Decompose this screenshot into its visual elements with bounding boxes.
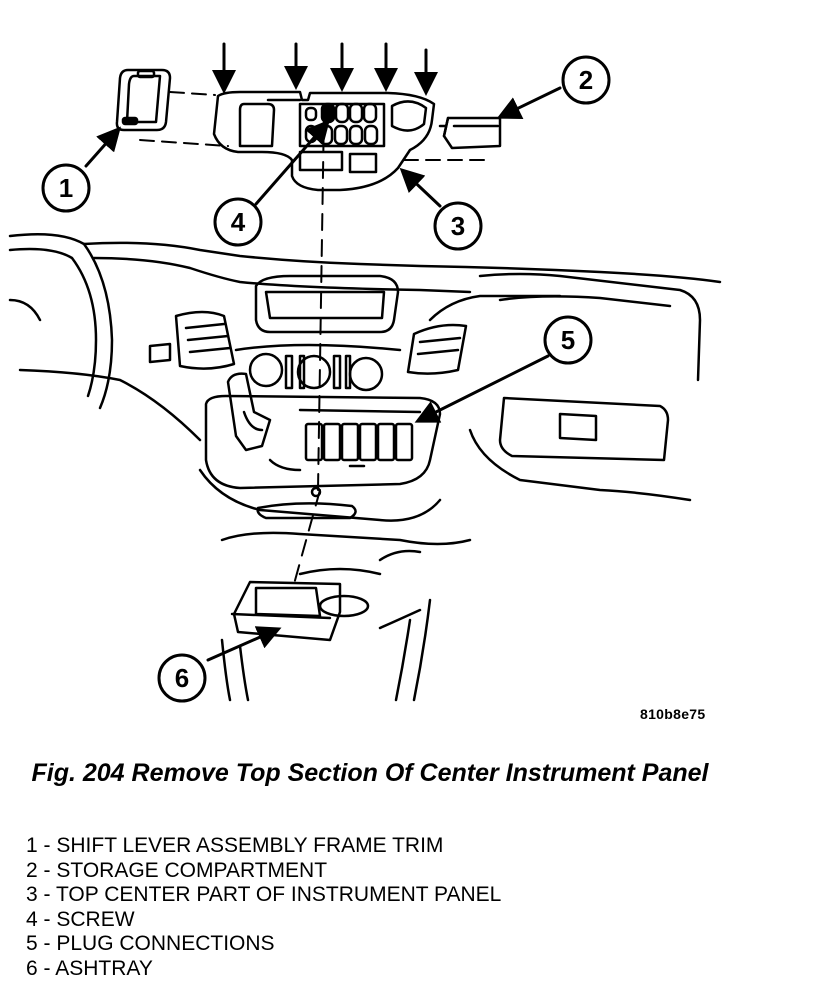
legend-item-separator: - [37,858,57,882]
dashboard [8,232,722,702]
callout-5: 5 [543,315,593,365]
legend-item-separator: - [37,932,57,956]
legend-item: 4 - SCREW [26,908,501,933]
legend-item: 3 - TOP CENTER PART OF INSTRUMENT PANEL [26,883,501,908]
legend-item-text: STORAGE COMPARTMENT [56,858,328,882]
callout-5-label: 5 [561,325,575,355]
figure-reference-code: 810b8e75 [640,706,706,722]
alignment-dashes [293,109,325,585]
removal-direction-arrows [212,42,438,96]
legend-item-number: 3 [26,883,38,907]
instrument-panel-diagram: 1 2 3 4 5 6 [8,42,722,703]
legend-item: 5 - PLUG CONNECTIONS [26,932,501,957]
legend-item-text: SHIFT LEVER ASSEMBLY FRAME TRIM [56,834,444,857]
legend-item-text: ASHTRAY [55,956,153,980]
legend-item-number: 2 [26,858,38,882]
legend-item: 1 - SHIFT LEVER ASSEMBLY FRAME TRIM [26,834,501,859]
legend-item-number: 1 [26,834,38,857]
callout-6-label: 6 [175,663,189,693]
shift-lever-frame-trim-part [115,68,229,147]
legend-item-number: 4 [26,907,38,931]
legend-item-number: 5 [26,932,38,956]
callout-4: 4 [213,197,263,247]
callout-3-label: 3 [451,211,465,241]
legend-item-separator: - [37,883,56,907]
callout-2-label: 2 [579,65,593,95]
callout-6: 6 [157,653,207,703]
legend-item: 6 - ASHTRAY [26,957,501,982]
legend-item-separator: - [37,907,57,931]
figure-caption: Fig. 204 Remove Top Section Of Center In… [31,759,709,787]
legend-item-number: 6 [26,956,38,980]
callout-leaders [84,86,562,662]
legend-item-text: TOP CENTER PART OF INSTRUMENT PANEL [55,883,502,907]
legend-item-text: SCREW [56,907,135,931]
screw-marker [310,486,322,498]
callout-1: 1 [41,163,91,213]
callout-3: 3 [433,201,483,251]
callout-2: 2 [561,55,611,105]
storage-compartment-part [403,116,502,161]
legend-list: 1 - SHIFT LEVER ASSEMBLY FRAME TRIM 2 - … [26,834,501,982]
legend-item-separator: - [37,834,57,857]
callout-1-label: 1 [59,173,73,203]
legend-item: 2 - STORAGE COMPARTMENT [26,859,501,884]
callout-4-label: 4 [231,207,246,237]
legend-item-separator: - [37,956,56,980]
legend-item-text: PLUG CONNECTIONS [56,932,275,956]
